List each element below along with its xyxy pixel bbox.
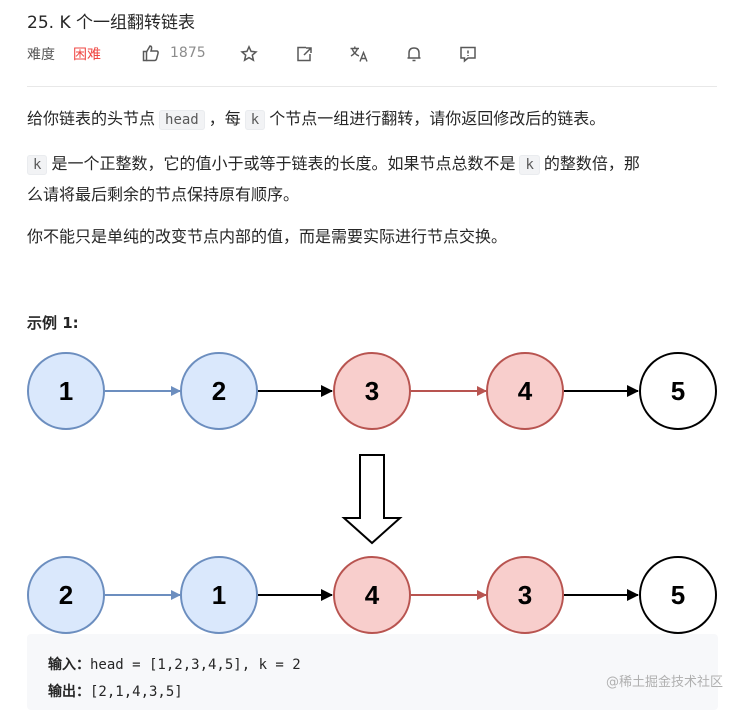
- node-top-5: 5: [639, 352, 717, 430]
- node-bottom-5: 5: [639, 556, 717, 634]
- inline-code-k: k: [519, 155, 540, 175]
- description-text: 是一个正整数，它的值小于或等于链表的长度。如果节点总数不是: [51, 154, 516, 173]
- svg-text:3: 3: [518, 580, 532, 610]
- svg-text:1: 1: [212, 580, 226, 610]
- description-text: 么请将最后剩余的节点保持原有顺序。: [27, 185, 300, 204]
- node-bottom-2: 1: [180, 556, 258, 634]
- description-text: 给你链表的头节点: [27, 109, 156, 128]
- svg-text:2: 2: [212, 376, 226, 406]
- translate-icon[interactable]: [349, 44, 369, 64]
- difficulty-badge: 困难: [73, 47, 101, 63]
- input-value: head = [1,2,3,4,5], k = 2: [90, 657, 301, 673]
- header-divider: [27, 86, 717, 87]
- example-title: 示例 1:: [27, 314, 79, 332]
- linked-list-reversal-diagram: 1 2 3 4 5 2 1 4 3 5: [27, 352, 717, 634]
- inline-code-k: k: [244, 110, 266, 130]
- inline-code-k: k: [27, 155, 48, 175]
- node-top-1: 1: [27, 352, 105, 430]
- svg-text:5: 5: [671, 376, 685, 406]
- svg-text:2: 2: [59, 580, 73, 610]
- description-text: ，每: [208, 109, 241, 128]
- example-output-line: 输出：[2,1,4,3,5]: [48, 681, 183, 701]
- svg-text:5: 5: [671, 580, 685, 610]
- like-button[interactable]: 1875: [142, 44, 206, 62]
- description-text: 的整数倍，那: [543, 154, 640, 173]
- svg-text:1: 1: [59, 376, 73, 406]
- favorite-star-icon[interactable]: [239, 44, 259, 64]
- input-label: 输入：: [48, 657, 90, 673]
- description-text: 个节点一组进行翻转，请你返回修改后的链表。: [269, 109, 606, 128]
- node-top-3: 3: [333, 352, 411, 430]
- node-top-2: 2: [180, 352, 258, 430]
- svg-text:4: 4: [518, 376, 533, 406]
- node-bottom-4: 3: [486, 556, 564, 634]
- problem-meta-bar: 难度 困难 1875: [27, 44, 727, 66]
- share-icon[interactable]: [294, 44, 314, 64]
- difficulty-label: 难度: [27, 47, 55, 63]
- transform-down-arrow-icon: [341, 454, 403, 545]
- like-count: 1875: [170, 45, 206, 61]
- bell-notification-icon[interactable]: [404, 44, 424, 64]
- inline-code-head: head: [159, 110, 205, 130]
- problem-title: 25. K 个一组翻转链表: [27, 13, 195, 33]
- node-bottom-1: 2: [27, 556, 105, 634]
- svg-text:4: 4: [365, 580, 380, 610]
- node-top-4: 4: [486, 352, 564, 430]
- svg-text:3: 3: [365, 376, 379, 406]
- thumbs-up-icon: [142, 45, 159, 62]
- output-label: 输出：: [48, 684, 90, 700]
- example-input-line: 输入：head = [1,2,3,4,5], k = 2: [48, 654, 301, 674]
- feedback-icon[interactable]: [458, 44, 478, 64]
- output-value: [2,1,4,3,5]: [90, 684, 183, 700]
- node-bottom-3: 4: [333, 556, 411, 634]
- watermark: @稀土掘金技术社区: [605, 675, 723, 690]
- example-io-block: 输入：head = [1,2,3,4,5], k = 2 输出：[2,1,4,3…: [27, 634, 718, 710]
- description-paragraph-3: 你不能只是单纯的改变节点内部的值，而是需要实际进行节点交换。: [27, 227, 508, 246]
